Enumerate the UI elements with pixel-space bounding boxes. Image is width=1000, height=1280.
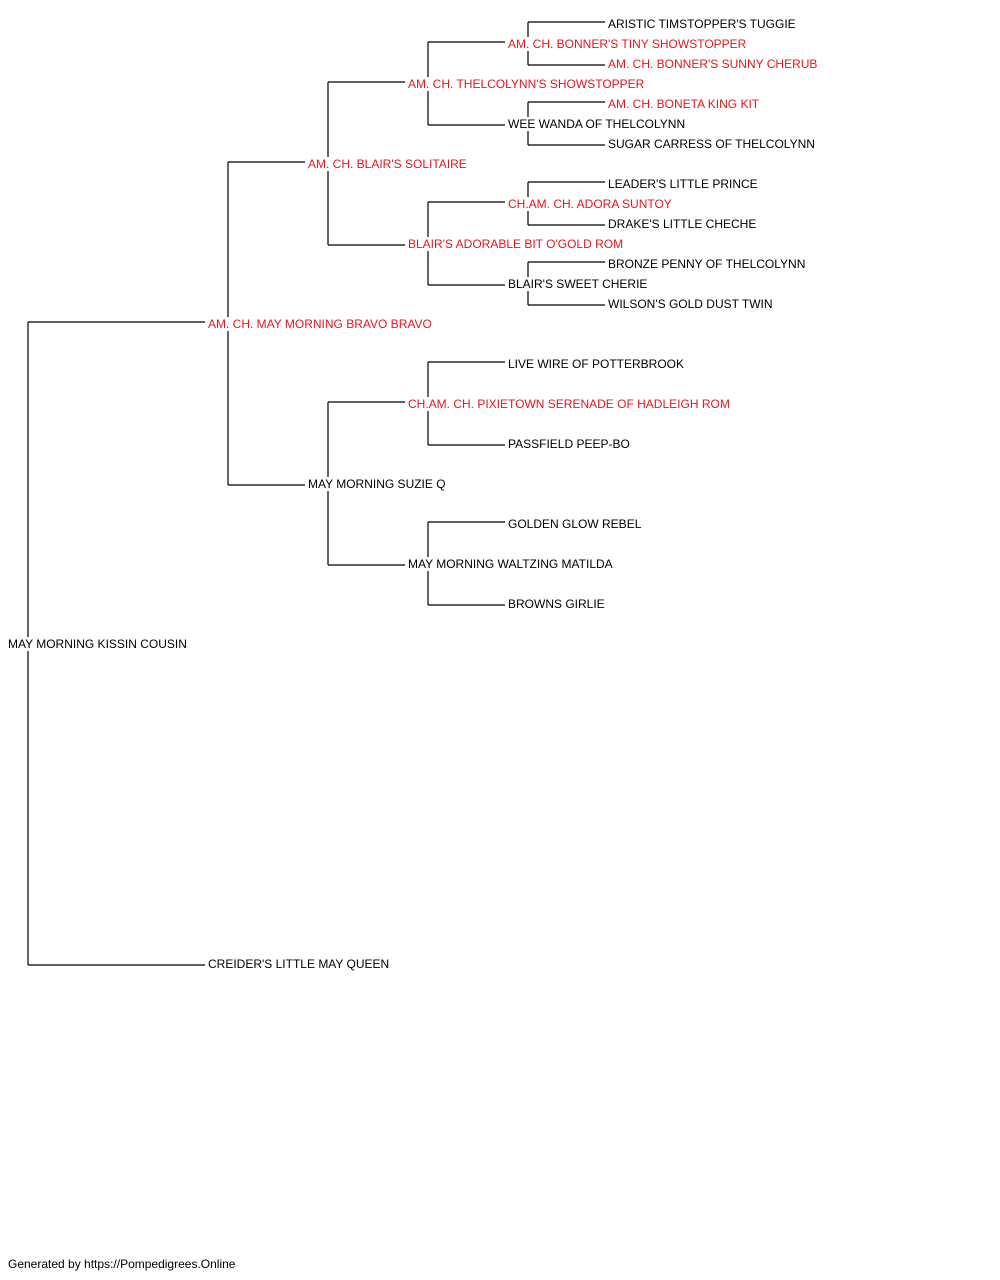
ancestor-gen4[interactable]: LIVE WIRE OF POTTERBROOK [507,357,686,371]
ancestor-gen4[interactable]: PASSFIELD PEEP-BO [507,437,631,451]
dam[interactable]: CREIDER'S LITTLE MAY QUEEN [207,957,391,971]
ancestor-gen5[interactable]: AM. CH. BONETA KING KIT [607,97,761,111]
ancestor-gen4[interactable]: AM. CH. BONNER'S TINY SHOWSTOPPER [507,37,748,51]
paternal-grandsire[interactable]: AM. CH. BLAIR'S SOLITAIRE [307,157,468,171]
ancestor-gen5[interactable]: BRONZE PENNY OF THELCOLYNN [607,257,807,271]
ancestor-gen4[interactable]: BLAIR'S SWEET CHERIE [507,277,649,291]
ancestor-gen3[interactable]: CH.AM. CH. PIXIETOWN SERENADE OF HADLEIG… [407,397,731,411]
generated-by-footer[interactable]: Generated by https://Pompedigrees.Online [8,1257,236,1271]
paternal-granddam[interactable]: MAY MORNING SUZIE Q [307,477,447,491]
pedigree-subject[interactable]: MAY MORNING KISSIN COUSIN [7,637,188,651]
ancestor-gen3[interactable]: BLAIR'S ADORABLE BIT O'GOLD ROM [407,237,625,251]
sire[interactable]: AM. CH. MAY MORNING BRAVO BRAVO [207,317,433,331]
ancestor-gen4[interactable]: WEE WANDA OF THELCOLYNN [507,117,687,131]
ancestor-gen5[interactable]: LEADER'S LITTLE PRINCE [607,177,759,191]
ancestor-gen3[interactable]: AM. CH. THELCOLYNN'S SHOWSTOPPER [407,77,646,91]
ancestor-gen4[interactable]: CH.AM. CH. ADORA SUNTOY [507,197,673,211]
ancestor-gen4[interactable]: BROWNS GIRLIE [507,597,606,611]
ancestor-gen5[interactable]: AM. CH. BONNER'S SUNNY CHERUB [607,57,819,71]
ancestor-gen4[interactable]: GOLDEN GLOW REBEL [507,517,643,531]
ancestor-gen5[interactable]: ARISTIC TIMSTOPPER'S TUGGIE [607,17,797,31]
ancestor-gen5[interactable]: DRAKE'S LITTLE CHECHE [607,217,758,231]
ancestor-gen5[interactable]: SUGAR CARRESS OF THELCOLYNN [607,137,816,151]
ancestor-gen5[interactable]: WILSON'S GOLD DUST TWIN [607,297,774,311]
ancestor-gen3[interactable]: MAY MORNING WALTZING MATILDA [407,557,614,571]
